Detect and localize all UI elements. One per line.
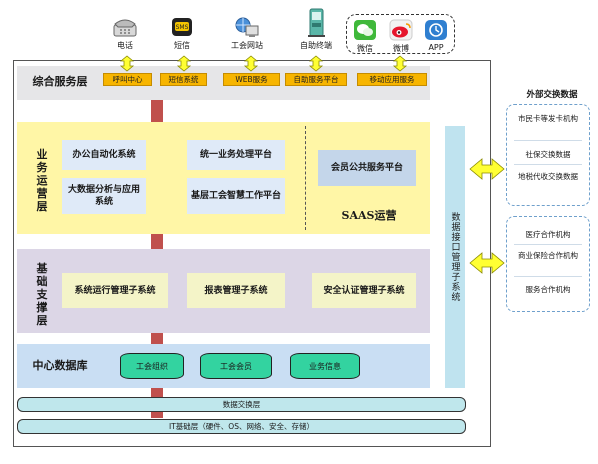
saas-label: SAAS运营 xyxy=(341,209,397,222)
service-item: 自助服务平台 xyxy=(285,73,347,86)
support-box: 报表管理子系统 xyxy=(187,273,285,308)
divider xyxy=(514,164,582,165)
divider xyxy=(514,244,582,245)
social-channel-group xyxy=(346,14,455,54)
service-layer-title: 综合服务层 xyxy=(32,75,88,88)
data-interface-subsystem: 数据接口管理子系统 xyxy=(445,126,465,388)
data-layer-title: 中心数据库 xyxy=(32,359,88,372)
wechat-icon xyxy=(352,19,378,41)
channel-weibo: 微博 xyxy=(386,19,416,54)
weibo-icon xyxy=(388,19,414,41)
channel-label: APP xyxy=(428,43,444,52)
business-box: 大数据分析与应用系统 xyxy=(62,178,146,214)
support-box: 安全认证管理子系统 xyxy=(312,273,416,308)
divider xyxy=(305,126,306,230)
channel-label: 自助终端 xyxy=(300,41,332,50)
service-item: 短信系统 xyxy=(160,73,207,86)
external-item: 服务合作机构 xyxy=(525,285,571,294)
service-item: WEB服务 xyxy=(223,73,280,86)
business-layer-title: 业务运营层 xyxy=(36,148,48,213)
svg-text:SMS: SMS xyxy=(176,24,189,31)
external-item: 地税代收交换数据 xyxy=(518,172,578,181)
database-cylinder: 工会组织 xyxy=(120,353,184,379)
it-infrastructure-layer: IT基础层（硬件、OS、网络、安全、存储） xyxy=(17,419,466,434)
channel-sms: SMS 短信 xyxy=(165,16,199,51)
external-data-title: 外部交换数据 xyxy=(526,90,578,100)
channel-label: 短信 xyxy=(174,41,190,50)
sms-icon: SMS xyxy=(169,16,195,38)
business-box: 统一业务处理平台 xyxy=(187,140,285,170)
service-item: 呼叫中心 xyxy=(103,73,152,86)
business-box: 办公自动化系统 xyxy=(62,140,146,170)
external-item: 社保交换数据 xyxy=(525,150,571,159)
support-box: 系统运行管理子系统 xyxy=(62,273,168,308)
kiosk-icon xyxy=(303,8,329,38)
member-service-platform: 会员公共服务平台 xyxy=(318,150,416,186)
channel-wechat: 微信 xyxy=(350,19,380,54)
external-group-2 xyxy=(506,216,590,312)
business-box: 基层工会智慧工作平台 xyxy=(187,178,285,214)
channel-app: APP xyxy=(421,19,451,52)
data-exchange-layer: 数据交换层 xyxy=(17,397,466,412)
telephone-icon xyxy=(112,16,138,38)
channel-label: 微信 xyxy=(357,44,373,53)
external-item: 市民卡等发卡机构 xyxy=(518,114,578,123)
app-icon xyxy=(423,19,449,41)
service-item: 移动应用服务 xyxy=(357,73,427,86)
external-group-1 xyxy=(506,104,590,206)
external-item: 商业保险合作机构 xyxy=(518,251,578,260)
database-cylinder: 业务信息 xyxy=(290,353,360,379)
support-layer-title: 基础支撑层 xyxy=(36,262,48,327)
website-icon xyxy=(234,16,260,38)
channel-telephone: 电话 xyxy=(108,16,142,51)
divider xyxy=(514,140,582,141)
channel-label: 电话 xyxy=(117,41,133,50)
database-cylinder: 工会会员 xyxy=(200,353,272,379)
external-item: 医疗合作机构 xyxy=(525,230,571,239)
channel-website: 工会网站 xyxy=(224,16,270,51)
channel-label: 工会网站 xyxy=(231,41,263,50)
divider xyxy=(514,276,582,277)
channel-label: 微博 xyxy=(393,44,409,53)
channel-kiosk: 自助终端 xyxy=(293,8,339,51)
